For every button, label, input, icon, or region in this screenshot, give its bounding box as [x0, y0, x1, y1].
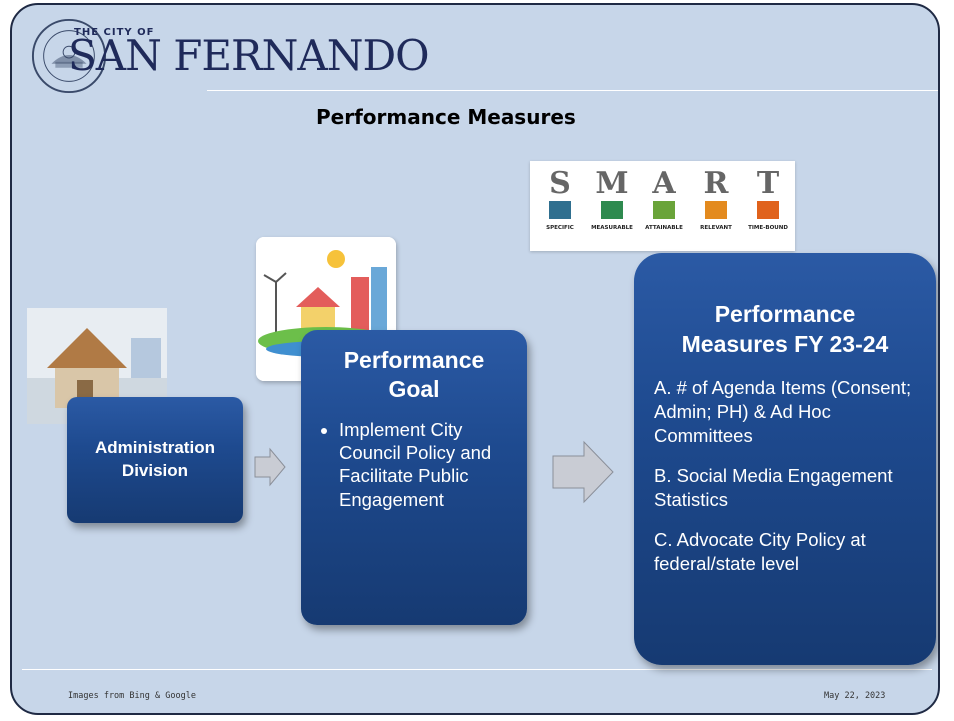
- measures-title-line1: Performance: [714, 301, 856, 327]
- clock-icon: [757, 201, 779, 219]
- smart-attainable: A ATTAINABLE: [638, 161, 690, 251]
- measure-item: A. # of Agenda Items (Consent; Admin; PH…: [654, 376, 912, 446]
- smart-specific: S SPECIFIC: [534, 161, 586, 251]
- arrow-right-icon: [254, 447, 286, 487]
- smart-measurable: M MEASURABLE: [586, 161, 638, 251]
- footer-credit: Images from Bing & Google: [68, 691, 196, 701]
- smart-relevant: R RELEVANT: [690, 161, 742, 251]
- smart-letter: T: [756, 166, 780, 201]
- goal-bullet: Implement City Council Policy and Facili…: [339, 418, 509, 512]
- slide: THE CITY OF SAN FERNANDO Performance Mea…: [10, 3, 940, 715]
- goal-title: Performance Goal: [319, 346, 509, 404]
- measure-item: B. Social Media Engagement Statistics: [654, 464, 893, 510]
- measures-title: Performance Measures FY 23-24: [654, 299, 916, 360]
- page-title: Performance Measures: [316, 105, 576, 129]
- admin-label-line2: Division: [121, 461, 189, 480]
- bar-chart-icon: [601, 201, 623, 219]
- logo-subtitle: THE CITY OF: [74, 27, 155, 38]
- smart-label: RELEVANT: [700, 225, 732, 231]
- goal-title-line1: Performance: [343, 347, 485, 373]
- footer-divider: [22, 669, 932, 670]
- trend-icon: [653, 201, 675, 219]
- city-seal-icon: [31, 18, 107, 94]
- performance-measures-box: Performance Measures FY 23-24 A. # of Ag…: [634, 253, 936, 665]
- performance-goal-box: Performance Goal Implement City Council …: [301, 330, 527, 625]
- admin-label-line1: Administration: [95, 438, 215, 458]
- rings-icon: [705, 201, 727, 219]
- goal-list: Implement City Council Policy and Facili…: [319, 418, 509, 512]
- measure-item: C. Advocate City Policy at federal/state…: [654, 528, 866, 574]
- logo-wordmark: SAN FERNANDO: [68, 31, 430, 80]
- smart-label: TIME-BOUND: [748, 225, 788, 231]
- smart-letter: R: [703, 166, 729, 201]
- smart-label: SPECIFIC: [546, 225, 574, 231]
- arrow-right-icon: [552, 440, 614, 504]
- smart-letter: A: [652, 166, 676, 201]
- smart-time-bound: T TIME-BOUND: [742, 161, 794, 251]
- smart-letter: S: [549, 166, 571, 201]
- administration-division-box: Administration Division: [67, 397, 243, 523]
- smart-label: MEASURABLE: [591, 225, 633, 231]
- smart-label: ATTAINABLE: [645, 225, 683, 231]
- measures-title-line2: Measures FY 23-24: [681, 331, 889, 358]
- footer-date: May 22, 2023: [824, 691, 886, 701]
- target-icon: [549, 201, 571, 219]
- smart-graphic: S SPECIFIC M MEASURABLE A ATTAINABLE R R…: [530, 161, 795, 251]
- goal-title-line2: Goal: [388, 375, 440, 402]
- smart-letter: M: [595, 166, 629, 201]
- header-divider: [207, 90, 938, 91]
